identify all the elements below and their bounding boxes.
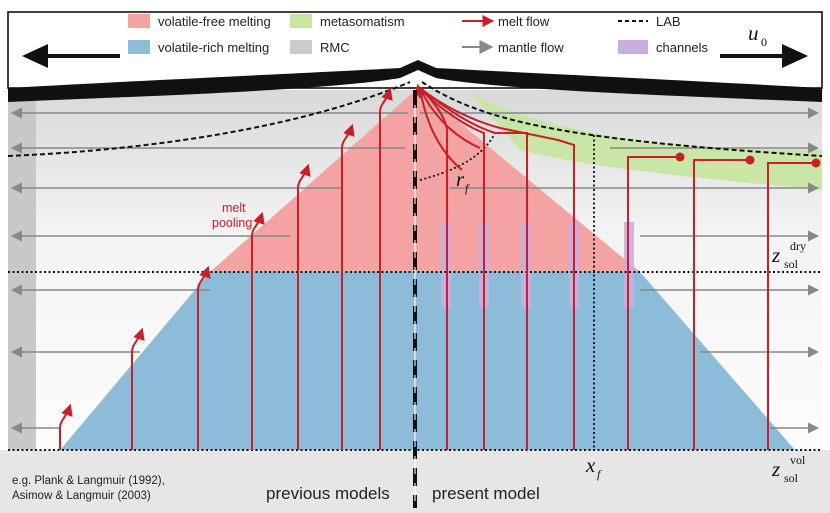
melt-pooling-label-1: melt <box>222 201 246 215</box>
legend-mantle-flow-label: mantle flow <box>498 40 564 55</box>
volatile-free-region <box>210 88 640 272</box>
rf-curve <box>419 134 495 181</box>
citation-line-1: e.g. Plank & Langmuir (1992), <box>12 475 165 487</box>
present-melt-axis-arrow <box>413 83 426 99</box>
right-plate-arrow-icon <box>782 44 808 68</box>
legend-volatile-rich-swatch <box>128 40 150 54</box>
previous-melt-path-2 <box>131 327 145 450</box>
volatile-rich-region <box>60 272 795 450</box>
melt-pool-dot-1 <box>675 152 685 162</box>
present-melt-path-2 <box>419 87 485 450</box>
previous-melt-path-1 <box>59 403 73 450</box>
legend-channels-swatch <box>618 40 648 54</box>
legend-metasomatism-label: metasomatism <box>320 14 405 29</box>
plate-motion-arrows <box>22 44 808 68</box>
previous-melt-path-5 <box>297 163 311 450</box>
rf-symbol: r <box>456 167 465 191</box>
previous-models-label: previous models <box>266 484 390 503</box>
xf-symbol: x <box>585 453 596 477</box>
velocity-label: u 0 <box>748 21 767 49</box>
plate-lithosphere-black <box>8 60 822 102</box>
present-melt-path-4 <box>419 87 575 450</box>
z-dry-symbol: z <box>771 243 780 267</box>
z-vol-superscript: vol <box>790 453 806 467</box>
legend-channels-label: channels <box>656 40 709 55</box>
legend-melt-flow-label: melt flow <box>498 14 550 29</box>
legend-metasomatism-swatch <box>290 14 312 28</box>
rmc-strip <box>8 98 36 450</box>
citation-line-2: Asimow & Langmuir (2003) <box>12 490 151 502</box>
present-melt-path-5 <box>627 156 680 450</box>
legend-volatile-free-swatch <box>128 14 150 28</box>
lab-right <box>421 81 823 157</box>
previous-melt-path-4 <box>251 211 265 450</box>
previous-melt-path-7 <box>379 87 393 450</box>
legend-volatile-free-label: volatile-free melting <box>158 14 271 29</box>
present-melt-flow <box>413 83 821 450</box>
rf-subscript: f <box>465 181 470 195</box>
velocity-symbol: u <box>748 21 759 45</box>
plate-top-box <box>8 12 822 88</box>
z-dry-subscript: sol <box>784 257 799 271</box>
z-vol-subscript: sol <box>784 471 799 485</box>
previous-melt-path-6 <box>341 123 355 450</box>
xf-subscript: f <box>597 467 602 481</box>
lab-left <box>7 81 411 157</box>
legend-rmc-label: RMC <box>320 40 350 55</box>
legend: volatile-free melting volatile-rich melt… <box>128 14 709 55</box>
legend-lab-label: LAB <box>656 14 681 29</box>
velocity-subscript: 0 <box>761 35 767 49</box>
present-melt-path-8 <box>419 87 463 171</box>
melt-pool-dot-2 <box>745 155 755 165</box>
left-plate-arrow-icon <box>22 44 48 68</box>
melt-pooling-label-2: pooling <box>212 216 252 230</box>
present-model-label: present model <box>432 484 540 503</box>
previous-melt-path-3 <box>197 265 211 450</box>
melt-pool-dot-3 <box>811 158 821 168</box>
legend-rmc-swatch <box>290 40 312 54</box>
present-melt-path-7 <box>767 162 816 450</box>
z-dry-superscript: dry <box>790 239 806 253</box>
mantle-flow-arrows <box>10 107 820 434</box>
present-melt-path-6 <box>693 159 750 450</box>
z-vol-symbol: z <box>771 457 780 481</box>
legend-volatile-rich-label: volatile-rich melting <box>158 40 269 55</box>
previous-melt-flow <box>59 87 393 450</box>
